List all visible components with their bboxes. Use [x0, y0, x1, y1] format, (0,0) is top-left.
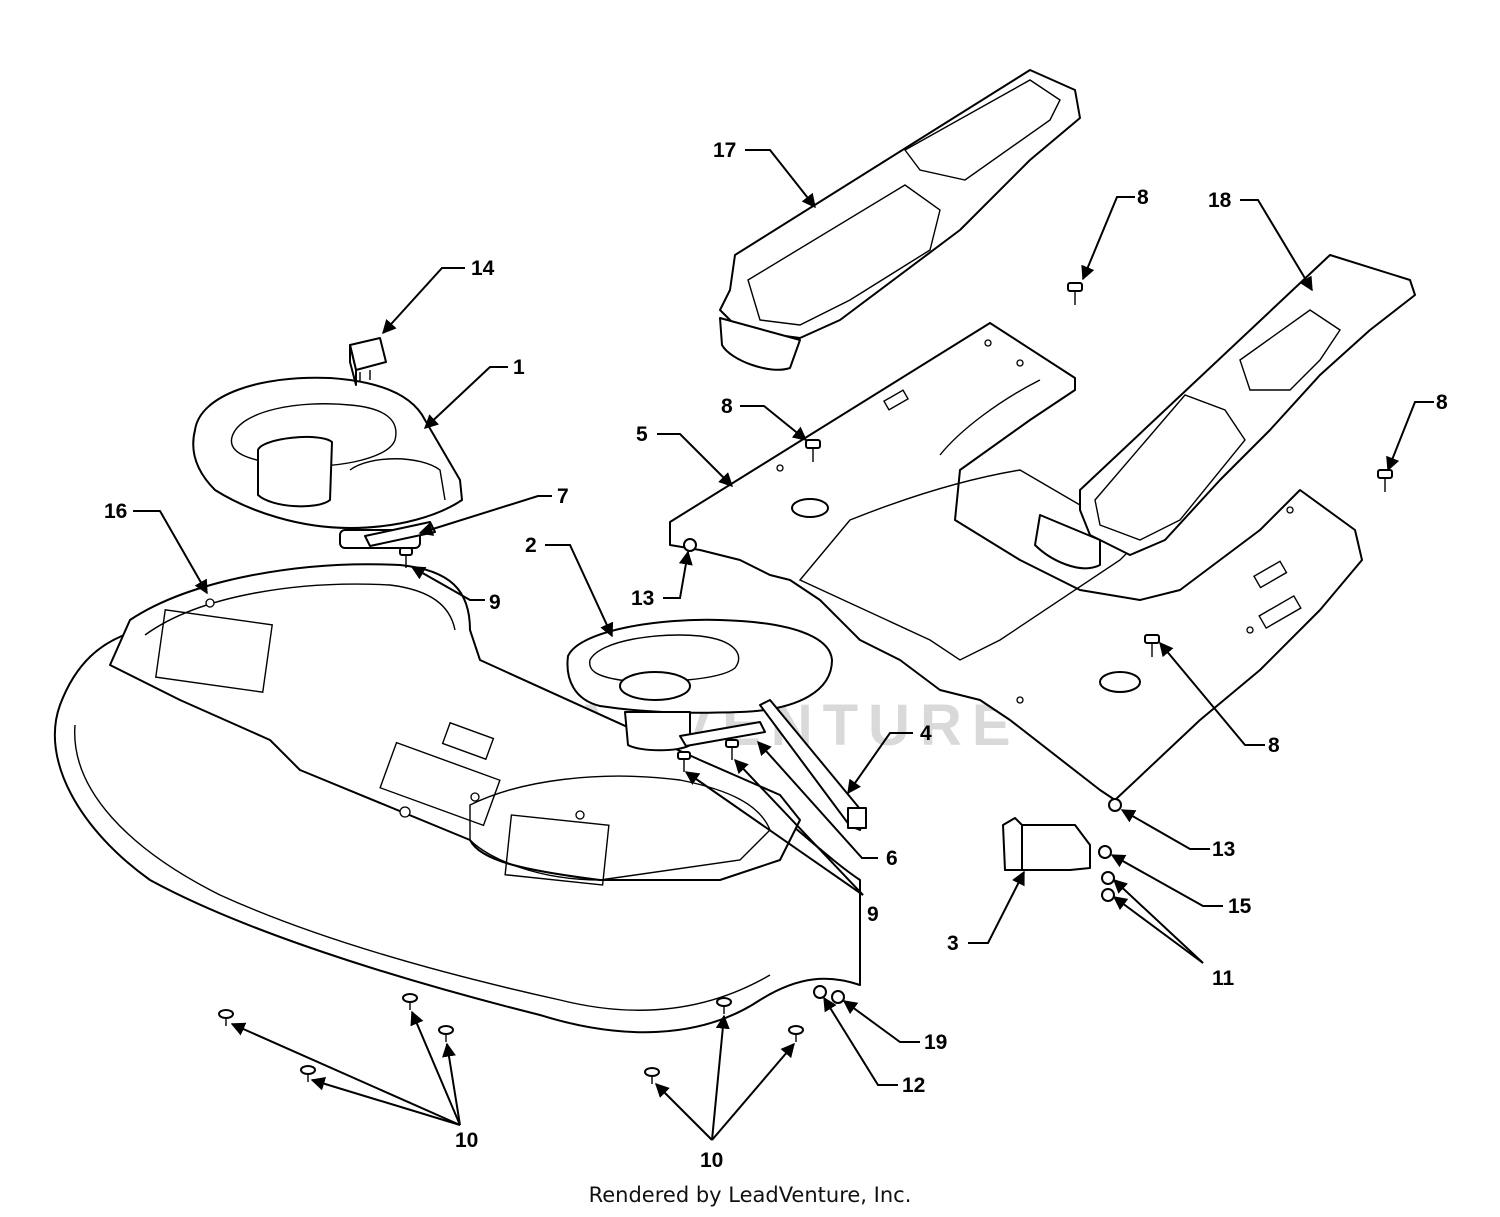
leader-16 — [133, 510, 208, 595]
leader-19 — [842, 1000, 920, 1043]
part-19-washer — [831, 990, 845, 1004]
leader-10d — [442, 1042, 461, 1126]
callout-17: 17 — [713, 139, 736, 162]
part-15-clip — [1098, 845, 1112, 859]
leader-15 — [1110, 854, 1223, 907]
callout-labels: 14 1 7 9 16 2 5 8 13 17 8 18 8 8 4 6 9 1… — [104, 139, 1448, 1172]
part-10-rivet-e — [716, 997, 732, 1014]
leader-11a — [1112, 879, 1204, 964]
part-8-bolt-a — [1067, 282, 1083, 305]
hardware-fasteners — [218, 282, 1393, 1084]
leader-4 — [847, 732, 913, 795]
leader-6 — [757, 740, 878, 859]
part-9-screw-b — [677, 751, 691, 772]
callout-2: 2 — [525, 534, 537, 557]
leader-lines — [133, 149, 1434, 1141]
callout-19: 19 — [924, 1031, 947, 1054]
callout-10a: 10 — [455, 1129, 478, 1152]
part-13-nut-b — [1108, 798, 1122, 812]
part-8-bolt-b — [805, 439, 821, 462]
callout-9b: 9 — [867, 903, 879, 926]
part-5-footplate — [669, 322, 1363, 801]
leader-11b — [1112, 896, 1204, 964]
part-10-rivet-c — [438, 1025, 454, 1042]
leader-1 — [423, 366, 508, 429]
part-14-switch — [349, 337, 387, 386]
leader-9a — [410, 566, 485, 601]
leader-12 — [823, 996, 898, 1086]
leader-9c — [734, 758, 864, 896]
part-3-bracket-plate — [1002, 817, 1091, 871]
part-16-fender-body — [53, 563, 861, 1034]
callout-9a: 9 — [489, 591, 501, 614]
callout-7: 7 — [557, 485, 569, 508]
leader-9b — [684, 771, 864, 896]
leader-17 — [745, 149, 816, 209]
leader-13a — [663, 550, 693, 599]
part-13-nut-a — [683, 538, 697, 552]
callout-11: 11 — [1212, 967, 1235, 990]
leader-10f — [711, 1014, 730, 1141]
callout-14: 14 — [471, 257, 495, 280]
callout-6: 6 — [886, 847, 898, 870]
callout-18: 18 — [1208, 189, 1232, 212]
callout-12: 12 — [902, 1074, 925, 1097]
part-10-rivet-g — [644, 1067, 660, 1084]
leader-8a — [1081, 196, 1135, 281]
part-10-rivet-a — [218, 1009, 234, 1026]
leader-18 — [1240, 199, 1313, 292]
leader-7 — [418, 495, 552, 536]
callout-13b: 13 — [1212, 838, 1235, 861]
part-4-brace — [759, 699, 867, 831]
leader-8b — [740, 405, 808, 441]
callout-16: 16 — [104, 500, 127, 523]
callout-8a: 8 — [1137, 186, 1149, 209]
callout-8c: 8 — [1436, 391, 1448, 414]
part-1-left-console — [192, 376, 463, 549]
leader-8c — [1386, 401, 1434, 472]
callout-15: 15 — [1228, 895, 1252, 918]
callout-8b: 8 — [721, 395, 733, 418]
callout-13a: 13 — [631, 587, 654, 610]
footer-credit: Rendered by LeadVenture, Inc. — [588, 1183, 912, 1207]
leader-13b — [1120, 809, 1210, 850]
callout-10b: 10 — [700, 1149, 723, 1172]
callout-4: 4 — [920, 722, 932, 745]
part-11-nut-a — [1101, 871, 1115, 885]
part-17-left-mat — [719, 69, 1081, 371]
leader-10g — [711, 1042, 795, 1141]
part-10-rivet-b — [402, 993, 418, 1010]
part-8-bolt-d — [1144, 634, 1160, 657]
part-9-screw-c — [725, 739, 739, 760]
part-10-rivet-f — [788, 1025, 804, 1042]
callout-1: 1 — [513, 356, 525, 379]
leader-10b — [310, 1076, 461, 1126]
leader-5 — [657, 433, 733, 487]
leader-14 — [382, 267, 465, 335]
leader-8d — [1159, 641, 1265, 746]
leader-2 — [545, 544, 614, 638]
part-11-nut-b — [1101, 888, 1115, 902]
part-18-right-mat — [1034, 254, 1416, 570]
callout-8d: 8 — [1268, 734, 1280, 757]
part-9-screw-a — [399, 547, 413, 568]
part-2-right-console — [566, 618, 833, 752]
leader-10e — [655, 1083, 713, 1141]
part-6-bracket — [679, 721, 766, 747]
leader-10a — [230, 1022, 461, 1126]
part-10-rivet-d — [300, 1065, 316, 1082]
leader-3 — [968, 870, 1025, 944]
part-7-bracket — [364, 521, 436, 547]
leader-10c — [410, 1010, 461, 1126]
part-8-bolt-c — [1377, 469, 1393, 492]
callout-3: 3 — [947, 932, 959, 955]
callout-5: 5 — [636, 423, 648, 446]
part-12-nut — [813, 985, 827, 999]
